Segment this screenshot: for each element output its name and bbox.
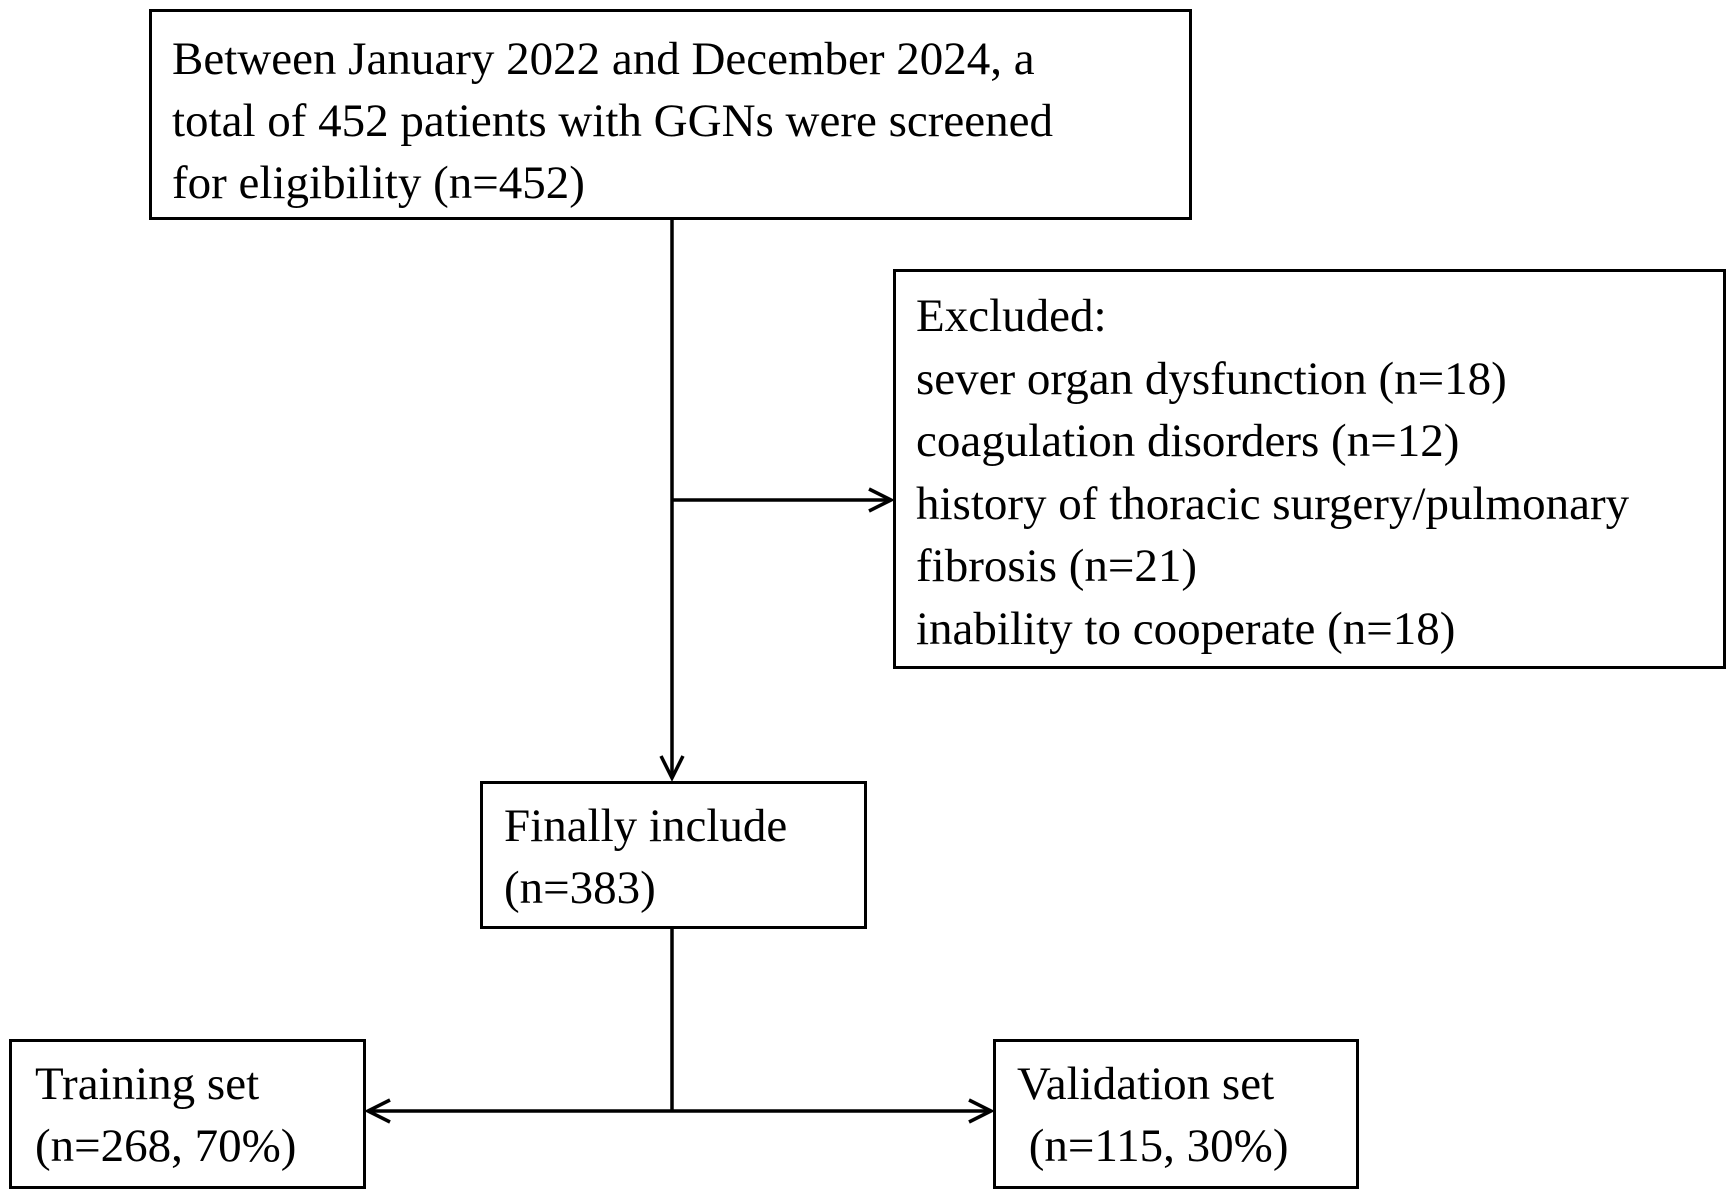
validation-set-box: Validation set (n=115, 30%) [993,1039,1359,1189]
training-set-count: (n=268, 70%) [35,1120,297,1172]
screening-box: Between January 2022 and December 2024, … [149,9,1192,220]
excluded-box: Excluded: sever organ dysfunction (n=18)… [893,269,1726,669]
included-box: Finally include (n=383) [480,781,867,929]
included-count: (n=383) [504,862,656,914]
excluded-item-thoracic-history-cont: fibrosis (n=21) [916,540,1198,592]
screening-text-line-3: for eligibility (n=452) [172,157,585,209]
excluded-item-thoracic-history: history of thoracic surgery/pulmonary [916,477,1630,530]
excluded-item-coagulation: coagulation disorders (n=12) [916,415,1460,467]
training-set-box: Training set (n=268, 70%) [9,1039,366,1189]
included-label: Finally include [504,800,788,852]
excluded-item-inability: inability to cooperate (n=18) [916,602,1456,655]
training-set-label: Training set [35,1058,260,1110]
arrowhead-to-excluded [868,487,895,513]
arrowhead-to-included [659,755,685,782]
arrowhead-to-validation [968,1098,995,1124]
validation-set-count: (n=115, 30%) [1017,1120,1289,1172]
arrowhead-to-training [364,1098,391,1124]
screening-text-line-1: Between January 2022 and December 2024, … [172,33,1035,85]
excluded-heading: Excluded: [916,290,1107,342]
validation-set-label: Validation set [1017,1058,1275,1110]
screening-text-line-2: total of 452 patients with GGNs were scr… [172,95,1053,147]
excluded-item-organ-dysfunction: sever organ dysfunction (n=18) [916,352,1507,405]
